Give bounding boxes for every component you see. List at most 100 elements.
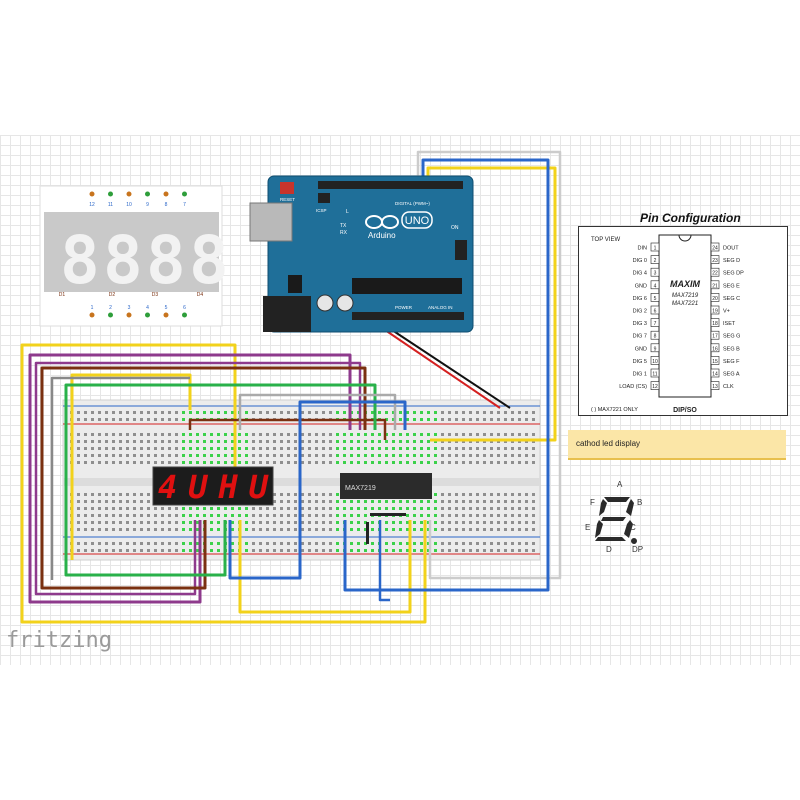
hole bbox=[84, 411, 87, 414]
hole bbox=[196, 461, 199, 464]
hole bbox=[329, 521, 332, 524]
segment-c bbox=[624, 520, 633, 538]
hole bbox=[182, 521, 185, 524]
hole bbox=[140, 433, 143, 436]
hole bbox=[238, 440, 241, 443]
hole bbox=[406, 542, 409, 545]
hole bbox=[259, 454, 262, 457]
hole bbox=[259, 514, 262, 517]
hole bbox=[399, 440, 402, 443]
hole bbox=[217, 507, 220, 510]
hole bbox=[441, 411, 444, 414]
hole bbox=[399, 549, 402, 552]
hole bbox=[364, 507, 367, 510]
pin-dot bbox=[89, 191, 95, 197]
hole bbox=[476, 549, 479, 552]
hole bbox=[273, 542, 276, 545]
hole bbox=[420, 454, 423, 457]
hole bbox=[329, 447, 332, 450]
segment-diagram: A B C D E F DP bbox=[585, 480, 643, 554]
hole bbox=[399, 454, 402, 457]
hole bbox=[413, 440, 416, 443]
hole bbox=[147, 542, 150, 545]
top-pin-label: 7 bbox=[183, 202, 186, 208]
pin-number: 3 bbox=[654, 271, 657, 277]
hole bbox=[427, 418, 430, 421]
hole bbox=[406, 447, 409, 450]
hole bbox=[322, 461, 325, 464]
hole bbox=[518, 447, 521, 450]
hole bbox=[525, 447, 528, 450]
hole bbox=[273, 507, 276, 510]
hole bbox=[371, 433, 374, 436]
hole bbox=[252, 447, 255, 450]
hole bbox=[476, 447, 479, 450]
ic-notch bbox=[678, 234, 692, 242]
hole bbox=[483, 493, 486, 496]
tx-label: TX bbox=[340, 223, 347, 229]
hole bbox=[189, 461, 192, 464]
hole bbox=[112, 542, 115, 545]
hole bbox=[322, 549, 325, 552]
hole bbox=[504, 433, 507, 436]
hole bbox=[259, 411, 262, 414]
hole bbox=[322, 447, 325, 450]
pin-dot bbox=[108, 312, 113, 318]
hole bbox=[399, 411, 402, 414]
hole bbox=[196, 507, 199, 510]
hole bbox=[231, 549, 234, 552]
analog-label: ANALOG IN bbox=[428, 305, 453, 310]
hole bbox=[490, 433, 493, 436]
hole bbox=[77, 521, 80, 524]
bottom-pin-label: 5 bbox=[165, 305, 168, 311]
pin-box bbox=[710, 293, 720, 302]
hole bbox=[217, 411, 220, 414]
hole bbox=[371, 528, 374, 531]
package-label: DIP/SO bbox=[673, 407, 697, 414]
hole bbox=[392, 433, 395, 436]
wire-brown bbox=[40, 366, 367, 590]
hole bbox=[161, 454, 164, 457]
hole bbox=[259, 528, 262, 531]
icsp2-header bbox=[455, 240, 467, 260]
hole bbox=[210, 507, 213, 510]
hole bbox=[427, 440, 430, 443]
pin-name: DIG 1 bbox=[633, 372, 647, 378]
hole bbox=[490, 500, 493, 503]
hole bbox=[413, 500, 416, 503]
pin-dot bbox=[108, 191, 113, 197]
hole bbox=[434, 461, 437, 464]
hole bbox=[98, 461, 101, 464]
hole bbox=[392, 500, 395, 503]
hole bbox=[238, 433, 241, 436]
hole bbox=[119, 411, 122, 414]
hole bbox=[168, 528, 171, 531]
hole bbox=[294, 514, 297, 517]
hole bbox=[245, 461, 248, 464]
hole bbox=[350, 447, 353, 450]
hole bbox=[147, 500, 150, 503]
hole bbox=[392, 542, 395, 545]
hole bbox=[154, 440, 157, 443]
hole bbox=[371, 454, 374, 457]
reset-button[interactable] bbox=[280, 182, 294, 194]
hole bbox=[238, 461, 241, 464]
hole bbox=[413, 418, 416, 421]
hole bbox=[196, 433, 199, 436]
hole bbox=[189, 521, 192, 524]
hole bbox=[483, 549, 486, 552]
hole bbox=[532, 447, 535, 450]
pin-number: 12 bbox=[652, 384, 658, 390]
hole bbox=[308, 447, 311, 450]
hole bbox=[497, 521, 500, 524]
hole bbox=[427, 542, 430, 545]
hole bbox=[518, 542, 521, 545]
hole bbox=[119, 418, 122, 421]
hole bbox=[518, 418, 521, 421]
hole bbox=[287, 521, 290, 524]
pin-number: 5 bbox=[654, 296, 657, 302]
hole bbox=[427, 500, 430, 503]
max7219-chip: MAX7219 bbox=[340, 473, 432, 544]
pin-box bbox=[710, 330, 720, 340]
hole bbox=[182, 461, 185, 464]
